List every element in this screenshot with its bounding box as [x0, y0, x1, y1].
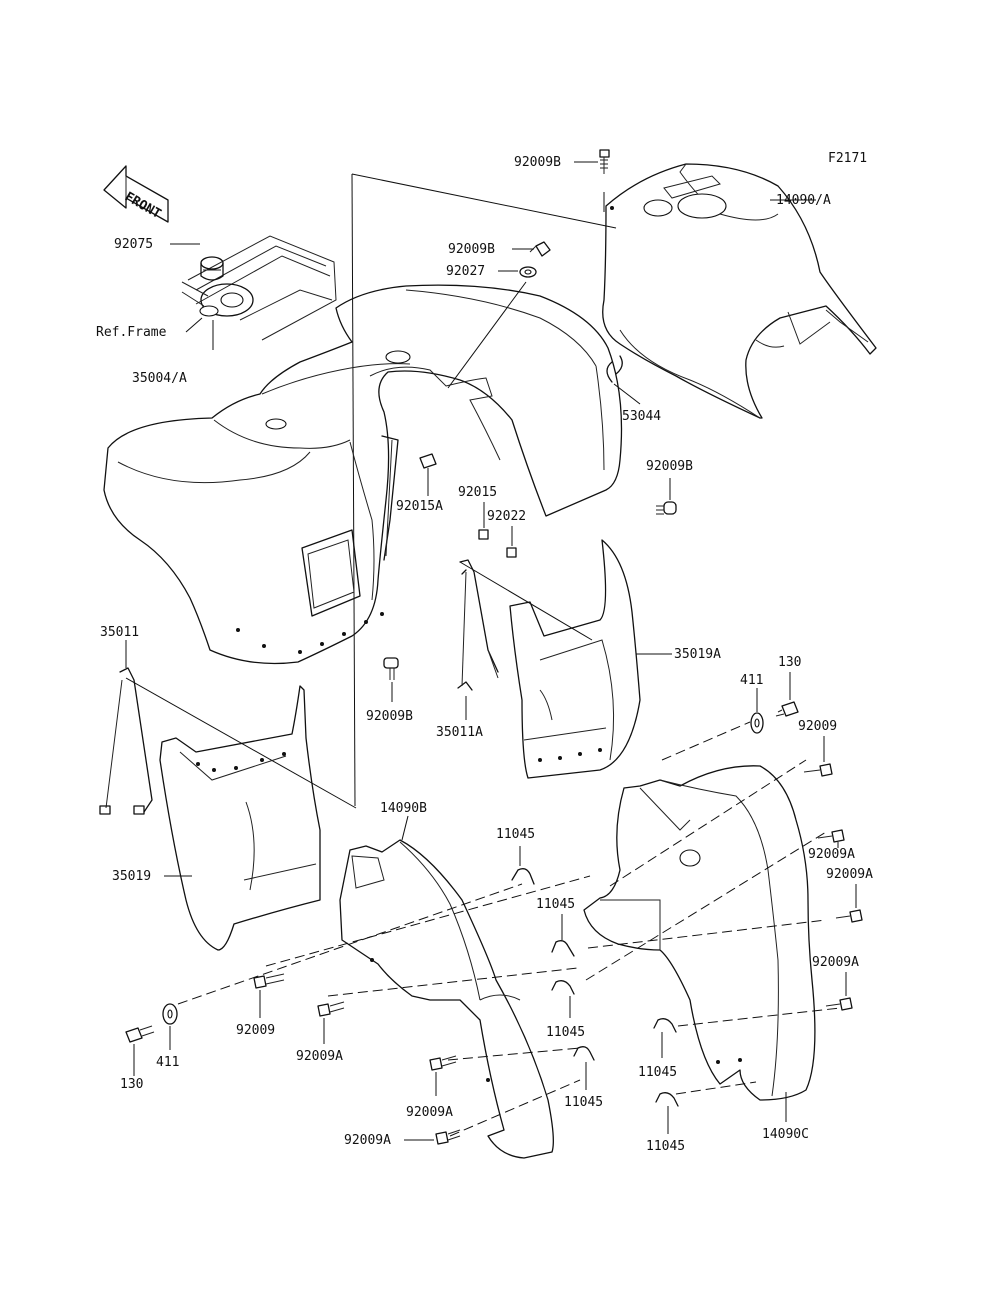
label-411-right: 411: [740, 673, 763, 688]
clamp-11045-b: [551, 940, 575, 957]
label-92009-left: 92009: [236, 1023, 275, 1038]
cover-14090A: [602, 163, 877, 419]
label-11045-c: 11045: [546, 1025, 585, 1040]
label-92022: 92022: [487, 509, 526, 524]
label-35004A: 35004/A: [132, 371, 187, 386]
nut-92022: [506, 547, 517, 558]
bolt-92009B-top: [599, 149, 610, 174]
clamp-11045-c: [551, 980, 575, 995]
bolt-92009-left: [253, 973, 285, 989]
label-92009A-r1: 92009A: [808, 847, 855, 862]
label-92009A-r2: 92009A: [826, 867, 873, 882]
clamp-11045-f: [655, 1092, 679, 1107]
label-11045-a: 11045: [496, 827, 535, 842]
bolt-92009A-bottom2: [435, 1129, 461, 1145]
label-92075: 92075: [114, 237, 153, 252]
bolt-92009A-r2: [835, 909, 863, 923]
front-arrow-icon: FRONT: [103, 165, 169, 223]
guide-line: [351, 173, 356, 807]
bolt-92009A-r1: [817, 829, 845, 843]
label-92009A-bottom1: 92009A: [406, 1105, 453, 1120]
label-35019: 35019: [112, 869, 151, 884]
clamp-11045-e: [653, 1018, 677, 1033]
grommet-92075: [200, 256, 224, 281]
bolt-130-right: [775, 701, 799, 717]
label-92009-right: 92009: [798, 719, 837, 734]
bolt-92009A-r3: [825, 997, 853, 1011]
label-14090C: 14090C: [762, 1127, 809, 1142]
cover-14090C: [583, 765, 816, 1101]
label-35019A: 35019A: [674, 647, 721, 662]
label-11045-d: 11045: [564, 1095, 603, 1110]
label-35011A: 35011A: [436, 725, 483, 740]
label-130-left: 130: [120, 1077, 143, 1092]
label-92015: 92015: [458, 485, 497, 500]
bolt-92009B-right: [656, 501, 677, 515]
label-92015A: 92015A: [396, 499, 443, 514]
nut-92015: [478, 529, 489, 540]
label-11045-e: 11045: [638, 1065, 677, 1080]
clip-53044: [606, 355, 623, 383]
label-92009B-right: 92009B: [646, 459, 693, 474]
label-14090A: 14090/A: [776, 193, 831, 208]
label-35011: 35011: [100, 625, 139, 640]
front-fender-35004A: [103, 284, 623, 665]
label-53044: 53044: [622, 409, 661, 424]
figure-id: F2171: [828, 151, 867, 166]
mudflap-35019A: [509, 539, 641, 779]
label-92009A-left: 92009A: [296, 1049, 343, 1064]
label-11045-f: 11045: [646, 1139, 685, 1154]
bolt-130-left: [125, 1025, 155, 1043]
clamp-11045-d: [573, 1046, 595, 1061]
mudflap-35019: [159, 685, 321, 951]
bolt-92009B-low: [383, 657, 399, 680]
ref-frame-label: Ref.Frame: [96, 325, 167, 340]
clamp-11045-a: [511, 868, 535, 885]
guide-line: [351, 173, 617, 229]
label-92009A-bottom2: 92009A: [344, 1133, 391, 1148]
bolt-92009-right: [803, 763, 833, 777]
stay-35011A: [457, 559, 499, 691]
washer-411-right: [750, 712, 764, 734]
bolt-92009A-bottom1: [429, 1055, 457, 1071]
bolt-92009A-left: [317, 1001, 345, 1017]
clip-92015A: [419, 453, 437, 469]
label-92009B-mid: 92009B: [448, 242, 495, 257]
label-11045-b: 11045: [536, 897, 575, 912]
washer-92027: [519, 266, 537, 278]
guide-line: [459, 561, 593, 641]
frame-detail: [181, 235, 337, 341]
label-14090B: 14090B: [380, 801, 427, 816]
label-130-right: 130: [778, 655, 801, 670]
label-411-left: 411: [156, 1055, 179, 1070]
washer-411-left: [162, 1003, 178, 1025]
cover-14090B: [339, 839, 554, 1159]
label-92009B-low: 92009B: [366, 709, 413, 724]
label-92009A-r3: 92009A: [812, 955, 859, 970]
label-92027: 92027: [446, 264, 485, 279]
label-92009B-top: 92009B: [514, 155, 561, 170]
stay-35011: [99, 667, 153, 815]
